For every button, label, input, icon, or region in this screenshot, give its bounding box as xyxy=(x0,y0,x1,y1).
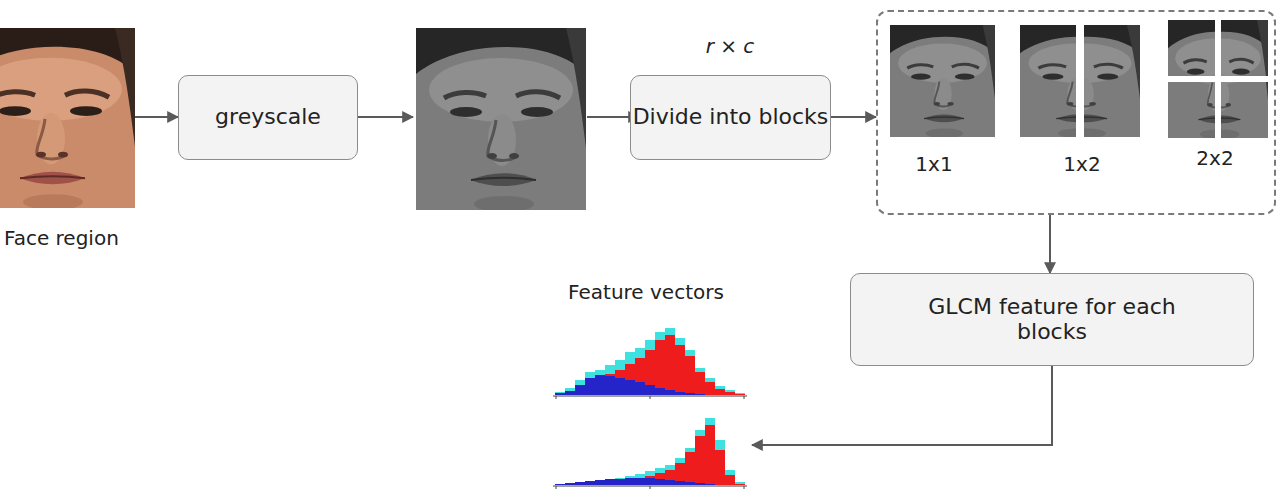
grey-face-photo xyxy=(416,28,586,212)
node-text: greyscale xyxy=(215,105,321,129)
node-text: GLCM feature for each blocks xyxy=(902,295,1202,343)
process-box: Divide into blocks xyxy=(630,75,831,160)
process-box: GLCM feature for each blocks xyxy=(850,273,1254,366)
arrow-connector xyxy=(135,116,178,118)
image-node: Face region xyxy=(0,28,135,250)
block-face xyxy=(1174,26,1268,139)
node-text: Divide into blocks xyxy=(633,105,829,129)
node-text: Feature vectors xyxy=(568,280,724,304)
dashed-group: 1x1 1x2 2x2 xyxy=(876,10,1276,215)
block-face xyxy=(1028,25,1140,138)
block-face xyxy=(890,25,995,138)
block-label: 2x2 xyxy=(1196,146,1233,170)
histogram xyxy=(553,418,747,489)
feature-panel: Feature vectors xyxy=(540,280,752,490)
histogram xyxy=(553,328,747,399)
arrow-connector xyxy=(831,116,876,118)
arrow xyxy=(358,116,413,118)
arrow-connector xyxy=(752,366,1052,445)
block-label: 1x2 xyxy=(1063,152,1100,176)
process-box: greyscale xyxy=(178,75,358,160)
node-text: Face region xyxy=(0,226,119,250)
block-label: 1x1 xyxy=(915,152,952,176)
arrow-connector xyxy=(1049,215,1051,273)
face-photo xyxy=(0,28,135,210)
dimension-label: r × c xyxy=(706,34,755,58)
